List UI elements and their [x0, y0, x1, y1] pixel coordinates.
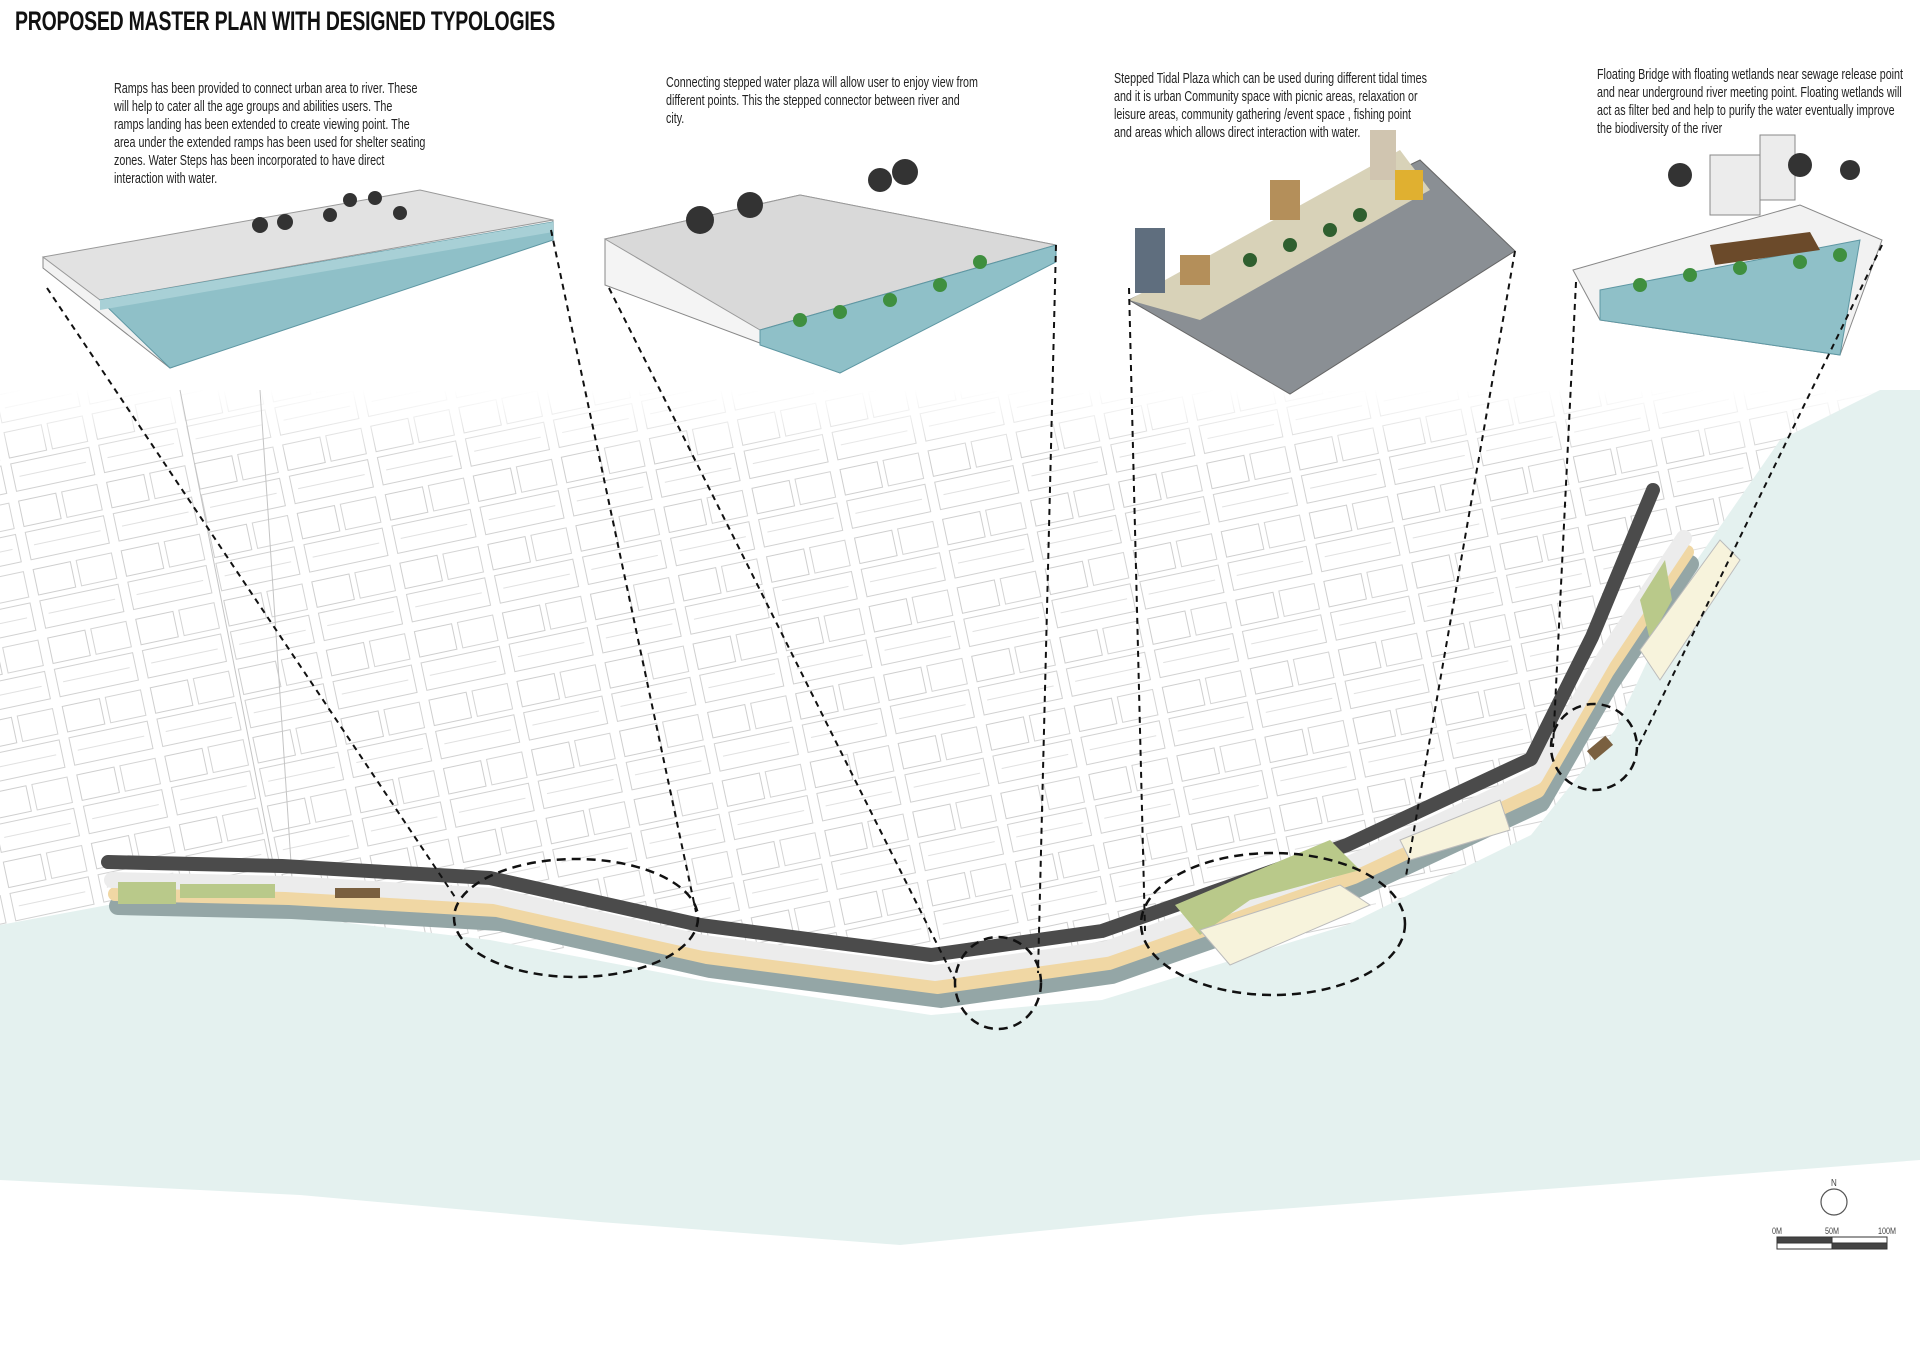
green-spaces: [118, 560, 1672, 935]
description-line: zones. Water Steps has been incorporated…: [114, 153, 385, 169]
page-title: PROPOSED MASTER PLAN WITH DESIGNED TYPOL…: [15, 6, 556, 36]
description-line: city.: [666, 111, 685, 127]
floating-bridge: [1586, 735, 1614, 761]
typology-description-ramps: Ramps has been provided to connect urban…: [114, 80, 425, 188]
scale-label-50: 50M: [1825, 1226, 1840, 1236]
description-line: different points. This the stepped conne…: [666, 93, 960, 109]
focus-stepped-connector: [953, 935, 1043, 1031]
stepped-plaza-illustration: [603, 159, 1057, 374]
focus-ramps: [452, 857, 700, 979]
description-line: and near underground river meeting point…: [1597, 85, 1902, 101]
description-line: Connecting stepped water plaza will allo…: [666, 75, 978, 91]
focus-tidal-plaza: [1139, 851, 1407, 997]
seating-deck: [335, 888, 380, 898]
description-line: and it is urban Community space with pic…: [1114, 89, 1418, 105]
description-line: Floating Bridge with floating wetlands n…: [1597, 67, 1903, 83]
description-line: will help to cater all the age groups an…: [114, 99, 393, 115]
description-line: leisure areas, community gathering /even…: [1114, 107, 1412, 123]
tidal-plaza-illustration: [1127, 130, 1516, 395]
description-line: ramps landing has been extended to creat…: [114, 117, 410, 133]
scale-label-100: 100M: [1878, 1226, 1897, 1236]
focus-area-ellipses: [452, 702, 1639, 1031]
scale-label-0: 0M: [1772, 1226, 1783, 1236]
description-line: the biodiversity of the river: [1597, 121, 1723, 137]
riverfront-promenade: [101, 483, 1699, 1008]
scale-bar: [1776, 1236, 1888, 1250]
typology-description-floating-bridge: Floating Bridge with floating wetlands n…: [1597, 66, 1903, 138]
callout-lines: [46, 229, 1883, 981]
focus-floating-bridge: [1549, 702, 1639, 792]
river: [0, 390, 1920, 1245]
north-label: N: [1831, 1178, 1837, 1189]
description-line: Stepped Tidal Plaza which can be used du…: [1114, 71, 1427, 87]
description-line: interaction with water.: [114, 171, 218, 187]
main-road: [101, 483, 1660, 962]
typology-description-stepped-connector: Connecting stepped water plaza will allo…: [666, 74, 978, 128]
description-line: area under the extended ramps has been u…: [114, 135, 426, 151]
description-line: Ramps has been provided to connect urban…: [114, 81, 418, 97]
tidal-plaza-steps: [1199, 539, 1741, 966]
floating-bridge-illustration: [1572, 134, 1883, 356]
ramps-illustration: [41, 189, 554, 369]
description-line: act as filter bed and help to purify the…: [1597, 103, 1895, 119]
typology-description-tidal-plaza: Stepped Tidal Plaza which can be used du…: [1114, 70, 1427, 142]
north-arrow-icon: [1820, 1188, 1848, 1216]
description-line: and areas which allows direct interactio…: [1114, 125, 1361, 141]
